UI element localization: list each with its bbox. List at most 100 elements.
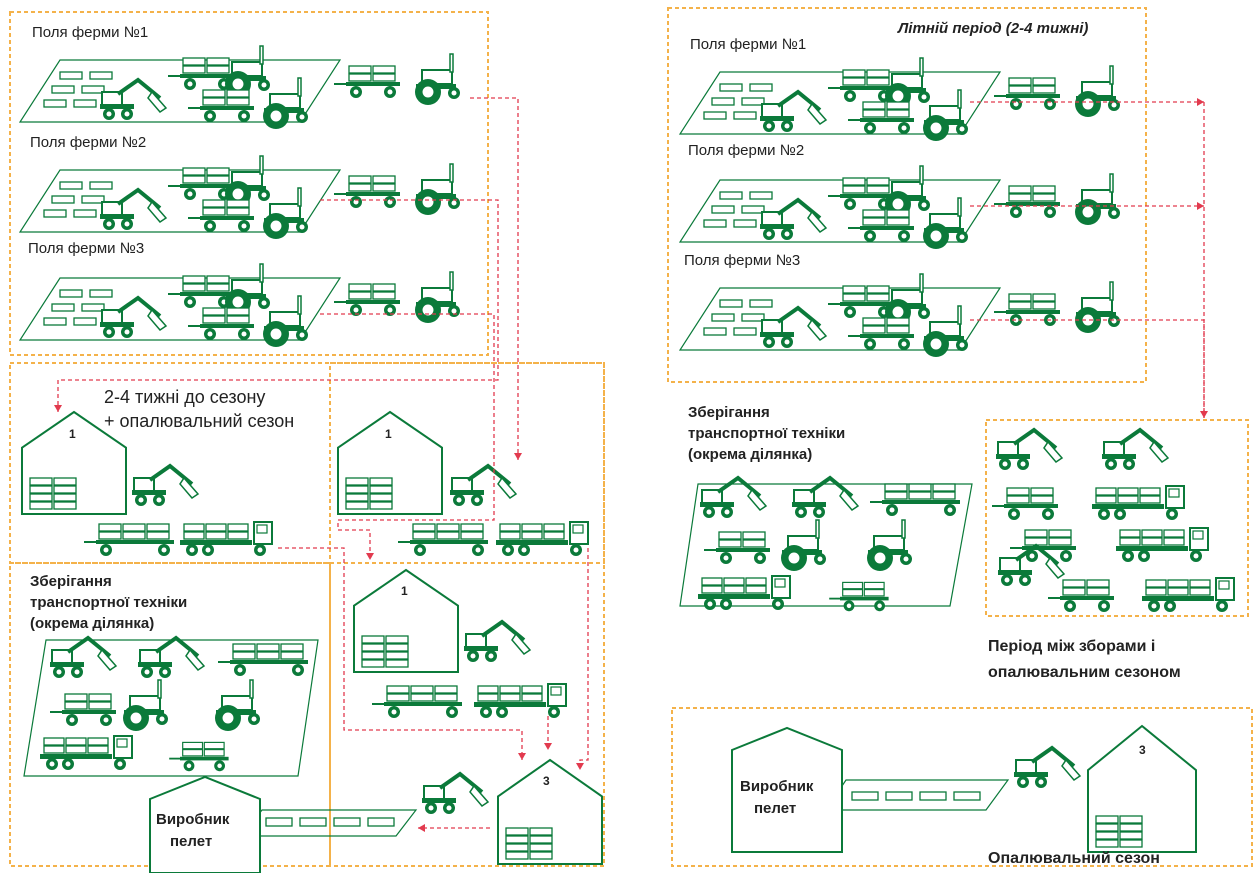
conveyor-bale-left-1	[299, 817, 327, 827]
storage-trailer-b	[50, 693, 116, 726]
left-field-1-tractor-a	[225, 45, 270, 97]
right-field-2-tractor-b	[923, 197, 968, 249]
right-field-1-bales	[703, 83, 773, 120]
right-field-1-loader	[760, 89, 828, 132]
flow-left-whB-plant	[579, 548, 589, 770]
between-truck-a	[1092, 485, 1185, 520]
r-storage-loader-a	[700, 475, 768, 518]
producer-building-right	[731, 726, 843, 853]
storage-tractor-b	[215, 679, 260, 731]
right-field-2-bales	[703, 191, 773, 228]
preseason-trailer-b	[398, 523, 488, 556]
conveyor-bale-left-0	[265, 817, 293, 827]
flow-left-whA-plant-head	[518, 753, 526, 760]
right-producer-label-line2: пелет	[754, 800, 796, 817]
flow-left-whA-plant	[278, 547, 523, 760]
conveyor-bale-right-1	[885, 791, 913, 801]
r-storage-trailer-a	[870, 483, 960, 516]
preseason-truck-c	[474, 683, 567, 718]
flow-right-field2-head	[1197, 202, 1204, 210]
machinery	[21, 45, 1235, 874]
right-storage-area	[679, 483, 973, 607]
storage-truck	[40, 735, 133, 770]
right-field-3-trailer-out	[994, 293, 1060, 326]
flow-left-field3-out-head	[366, 553, 374, 560]
left-field-3-trailer-out	[334, 283, 400, 316]
left-producer-label-line1: Виробник	[156, 811, 230, 828]
right-field-2-trailer-b	[848, 209, 914, 242]
between-trailer-c	[1048, 579, 1114, 612]
left-field-1-label: Поля ферми №1	[32, 24, 148, 41]
flow-left-field1-out-head	[514, 453, 522, 460]
r-storage-trailer-b	[704, 531, 770, 564]
warehouse-c	[353, 568, 459, 673]
left-fields-frame	[9, 11, 489, 356]
right-field-1-trailer-out	[994, 77, 1060, 110]
flow-left-whC-plant-head	[544, 743, 552, 750]
preseason-truck-b	[496, 521, 589, 556]
storage-trailer-a	[218, 643, 308, 676]
warehouse-a	[21, 410, 127, 515]
left-field-1-loader	[100, 77, 168, 120]
right-field-3-trailer-b	[848, 317, 914, 350]
flow-right-field3-head	[1200, 411, 1208, 418]
warehouse-number-c: 1	[401, 584, 408, 598]
r-storage-tractor-b	[867, 519, 912, 571]
between-period-label-line1: Період між зборами і	[988, 638, 1155, 655]
right-field-1-trailer-a	[828, 69, 894, 102]
flow-left-field1-out	[470, 97, 519, 460]
flow-arrows	[54, 97, 1208, 832]
between-loader-b	[1102, 427, 1170, 470]
right-field-1-trailer-b	[848, 101, 914, 134]
plant-loader-right	[1014, 745, 1082, 788]
right-heating-frame	[671, 707, 1253, 867]
warehouse-number-a: 1	[69, 427, 76, 441]
right-field-1-label: Поля ферми №1	[690, 36, 806, 53]
left-field-3-trailer-b	[188, 307, 254, 340]
left-field-1-trailer-b	[188, 89, 254, 122]
storage-tractor-a	[123, 679, 168, 731]
right-field-2-trailer-a	[828, 177, 894, 210]
right-field-3-label: Поля ферми №3	[684, 252, 800, 269]
left-field-1-trailer-a	[168, 57, 234, 90]
right-producer-label-line1: Виробник	[740, 778, 814, 795]
preseason-loader-a	[132, 463, 200, 506]
right-field-3-loader	[760, 305, 828, 348]
left-field-2-tractor-b	[263, 187, 308, 239]
left-storage-label-line1: Зберігання	[30, 573, 112, 590]
right-field-1-tractor-a	[885, 57, 930, 109]
left-field-1-tractor-b	[263, 77, 308, 129]
left-field-2-trailer-out	[334, 175, 400, 208]
storage-loader-b	[138, 635, 206, 678]
right-field-2-trailer-out	[994, 185, 1060, 218]
conveyor-bale-left-3	[367, 817, 395, 827]
left-storage-area	[23, 639, 319, 777]
left-field-3-tractor-out	[415, 271, 460, 323]
warehouse-b	[337, 410, 443, 515]
left-field-3-bales	[43, 289, 113, 326]
left-field-2-tractor-a	[225, 155, 270, 207]
right-storage-label-line2: транспортної техніки	[688, 425, 845, 442]
pre-season-label-line2: + опалювальний сезон	[104, 411, 294, 431]
right-field-3-trailer-a	[828, 285, 894, 318]
left-storage-label-line3: (окрема ділянка)	[30, 615, 154, 632]
between-truck-b	[1116, 527, 1209, 562]
plant-right	[1087, 724, 1197, 853]
r-storage-loader-b	[792, 475, 860, 518]
right-field-2-tractor-out	[1075, 173, 1120, 225]
flow-right-field3	[970, 319, 1205, 418]
right-field-2-label: Поля ферми №2	[688, 142, 804, 159]
left-storage-frame	[9, 562, 331, 867]
right-field-2-loader	[760, 197, 828, 240]
flow-left-field3-out	[320, 313, 495, 560]
preseason-loader-c	[464, 619, 532, 662]
r-storage-trailer-c	[829, 581, 889, 612]
plant-left	[497, 758, 603, 865]
left-field-1-tractor-out	[415, 53, 460, 105]
between-loader-c	[998, 543, 1066, 586]
preseason-truck-a	[180, 521, 273, 556]
left-field-3-label: Поля ферми №3	[28, 240, 144, 257]
conveyor-bale-right-3	[953, 791, 981, 801]
between-truck-c	[1142, 577, 1235, 612]
